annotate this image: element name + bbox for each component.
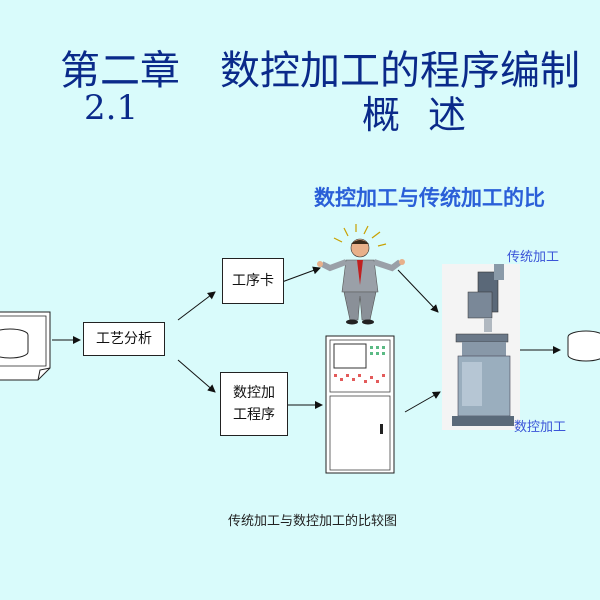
finished-part-icon [567,330,600,362]
nc-program-label-line1: 数控加 [233,385,275,401]
arrow-card-to-operator [281,266,321,283]
arrow-analysis-to-program [177,359,216,393]
milling-machine-icon [442,264,520,430]
process-analysis-box: 工艺分析 [83,322,165,356]
arrow-operator-to-machine [397,269,439,313]
cnc-controller-icon [325,335,395,474]
section-number: 2.1 [84,88,139,128]
chapter-title: 第二章 数控加工的程序编制 [60,48,580,94]
traditional-machining-label: 传统加工 [507,250,560,265]
section-title: 概述 [362,93,495,137]
diagram-caption: 传统加工与数控加工的比较图 [228,514,398,529]
nc-program-label-line2: 工程序 [233,407,275,423]
process-card-box: 工序卡 [222,258,284,304]
operator-figure-icon [317,224,405,325]
nc-machining-label: 数控加工 [514,420,567,435]
nc-program-box: 数控加 工程序 [220,372,288,436]
diagram-subtitle: 数控加工与传统加工的比 [314,186,545,210]
part-drawing-icon [0,311,51,381]
arrow-analysis-to-card [177,291,216,321]
arrow-controller-to-machine [404,391,441,413]
